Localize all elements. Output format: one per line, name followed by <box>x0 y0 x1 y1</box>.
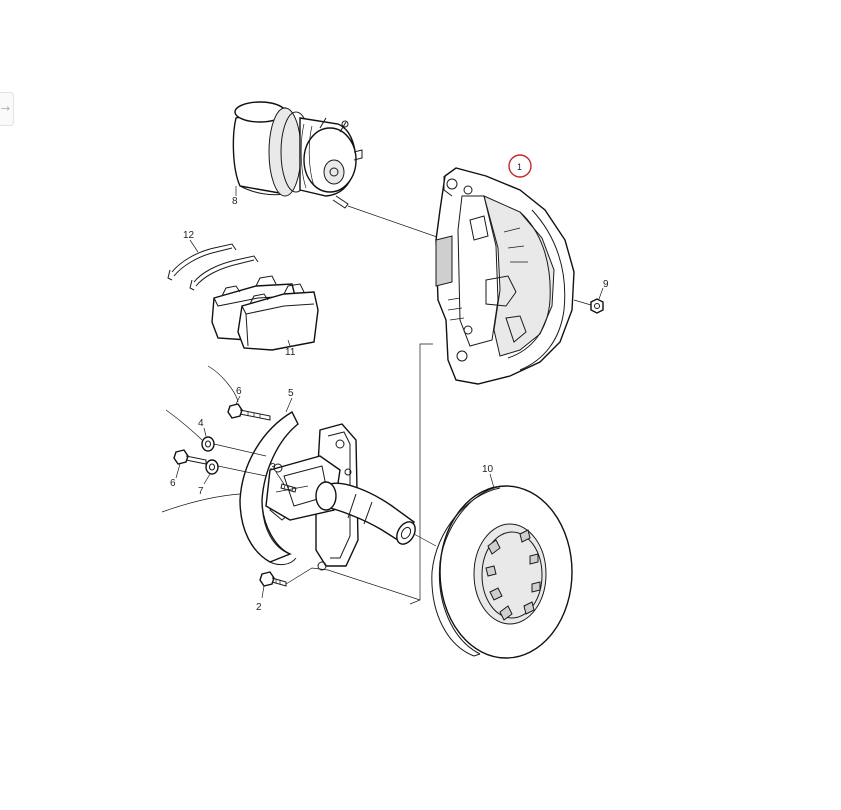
leader-line <box>275 471 285 485</box>
spindle[interactable] <box>315 481 419 547</box>
washer-7[interactable] <box>205 459 219 475</box>
leader-line <box>573 299 592 306</box>
bottom-bolt[interactable] <box>259 571 287 587</box>
leader-line <box>489 473 495 489</box>
leader-line <box>161 365 241 513</box>
brake-chamber[interactable] <box>232 101 363 209</box>
brake-caliper[interactable] <box>435 167 575 385</box>
part-label-6-top: 6 <box>236 386 242 397</box>
stud[interactable] <box>280 483 297 493</box>
leader-line <box>175 463 181 479</box>
highlight-circle <box>508 154 532 178</box>
leader-line <box>413 533 437 547</box>
leader-line <box>287 339 291 347</box>
part-label-3: 3 <box>270 462 276 473</box>
leader-line <box>203 427 207 437</box>
leader-line <box>261 585 265 599</box>
leader-line <box>213 443 421 601</box>
part-label-4: 4 <box>198 418 204 429</box>
shield-bolt-lower[interactable] <box>173 449 207 465</box>
brake-pads[interactable] <box>211 275 319 351</box>
brake-disc[interactable] <box>431 485 573 659</box>
leader-line <box>409 343 433 605</box>
caliper-nut[interactable] <box>590 298 604 314</box>
shield-bolt-top[interactable] <box>227 403 271 421</box>
side-collapse-tab[interactable]: → <box>0 92 14 126</box>
part-label-12: 12 <box>183 230 195 241</box>
part-label-7: 7 <box>198 486 204 497</box>
washer-4[interactable] <box>201 436 215 452</box>
arrow-right-icon: → <box>1 102 11 115</box>
leader-line <box>235 395 241 405</box>
part-label-6-lower: 6 <box>170 478 176 489</box>
part-label-5: 5 <box>288 388 294 399</box>
leader-line <box>285 397 293 413</box>
pad-retaining-springs[interactable] <box>167 243 259 291</box>
part-label-11: 11 <box>285 347 296 358</box>
part-label-8: 8 <box>232 196 238 207</box>
part-label-9: 9 <box>603 279 609 290</box>
leader-line <box>189 239 199 253</box>
part-label-2: 2 <box>256 602 262 613</box>
leader-line <box>598 287 604 300</box>
part-label-10: 10 <box>482 464 494 475</box>
part-label-1: 1 <box>517 162 522 172</box>
leader-line <box>203 473 211 485</box>
